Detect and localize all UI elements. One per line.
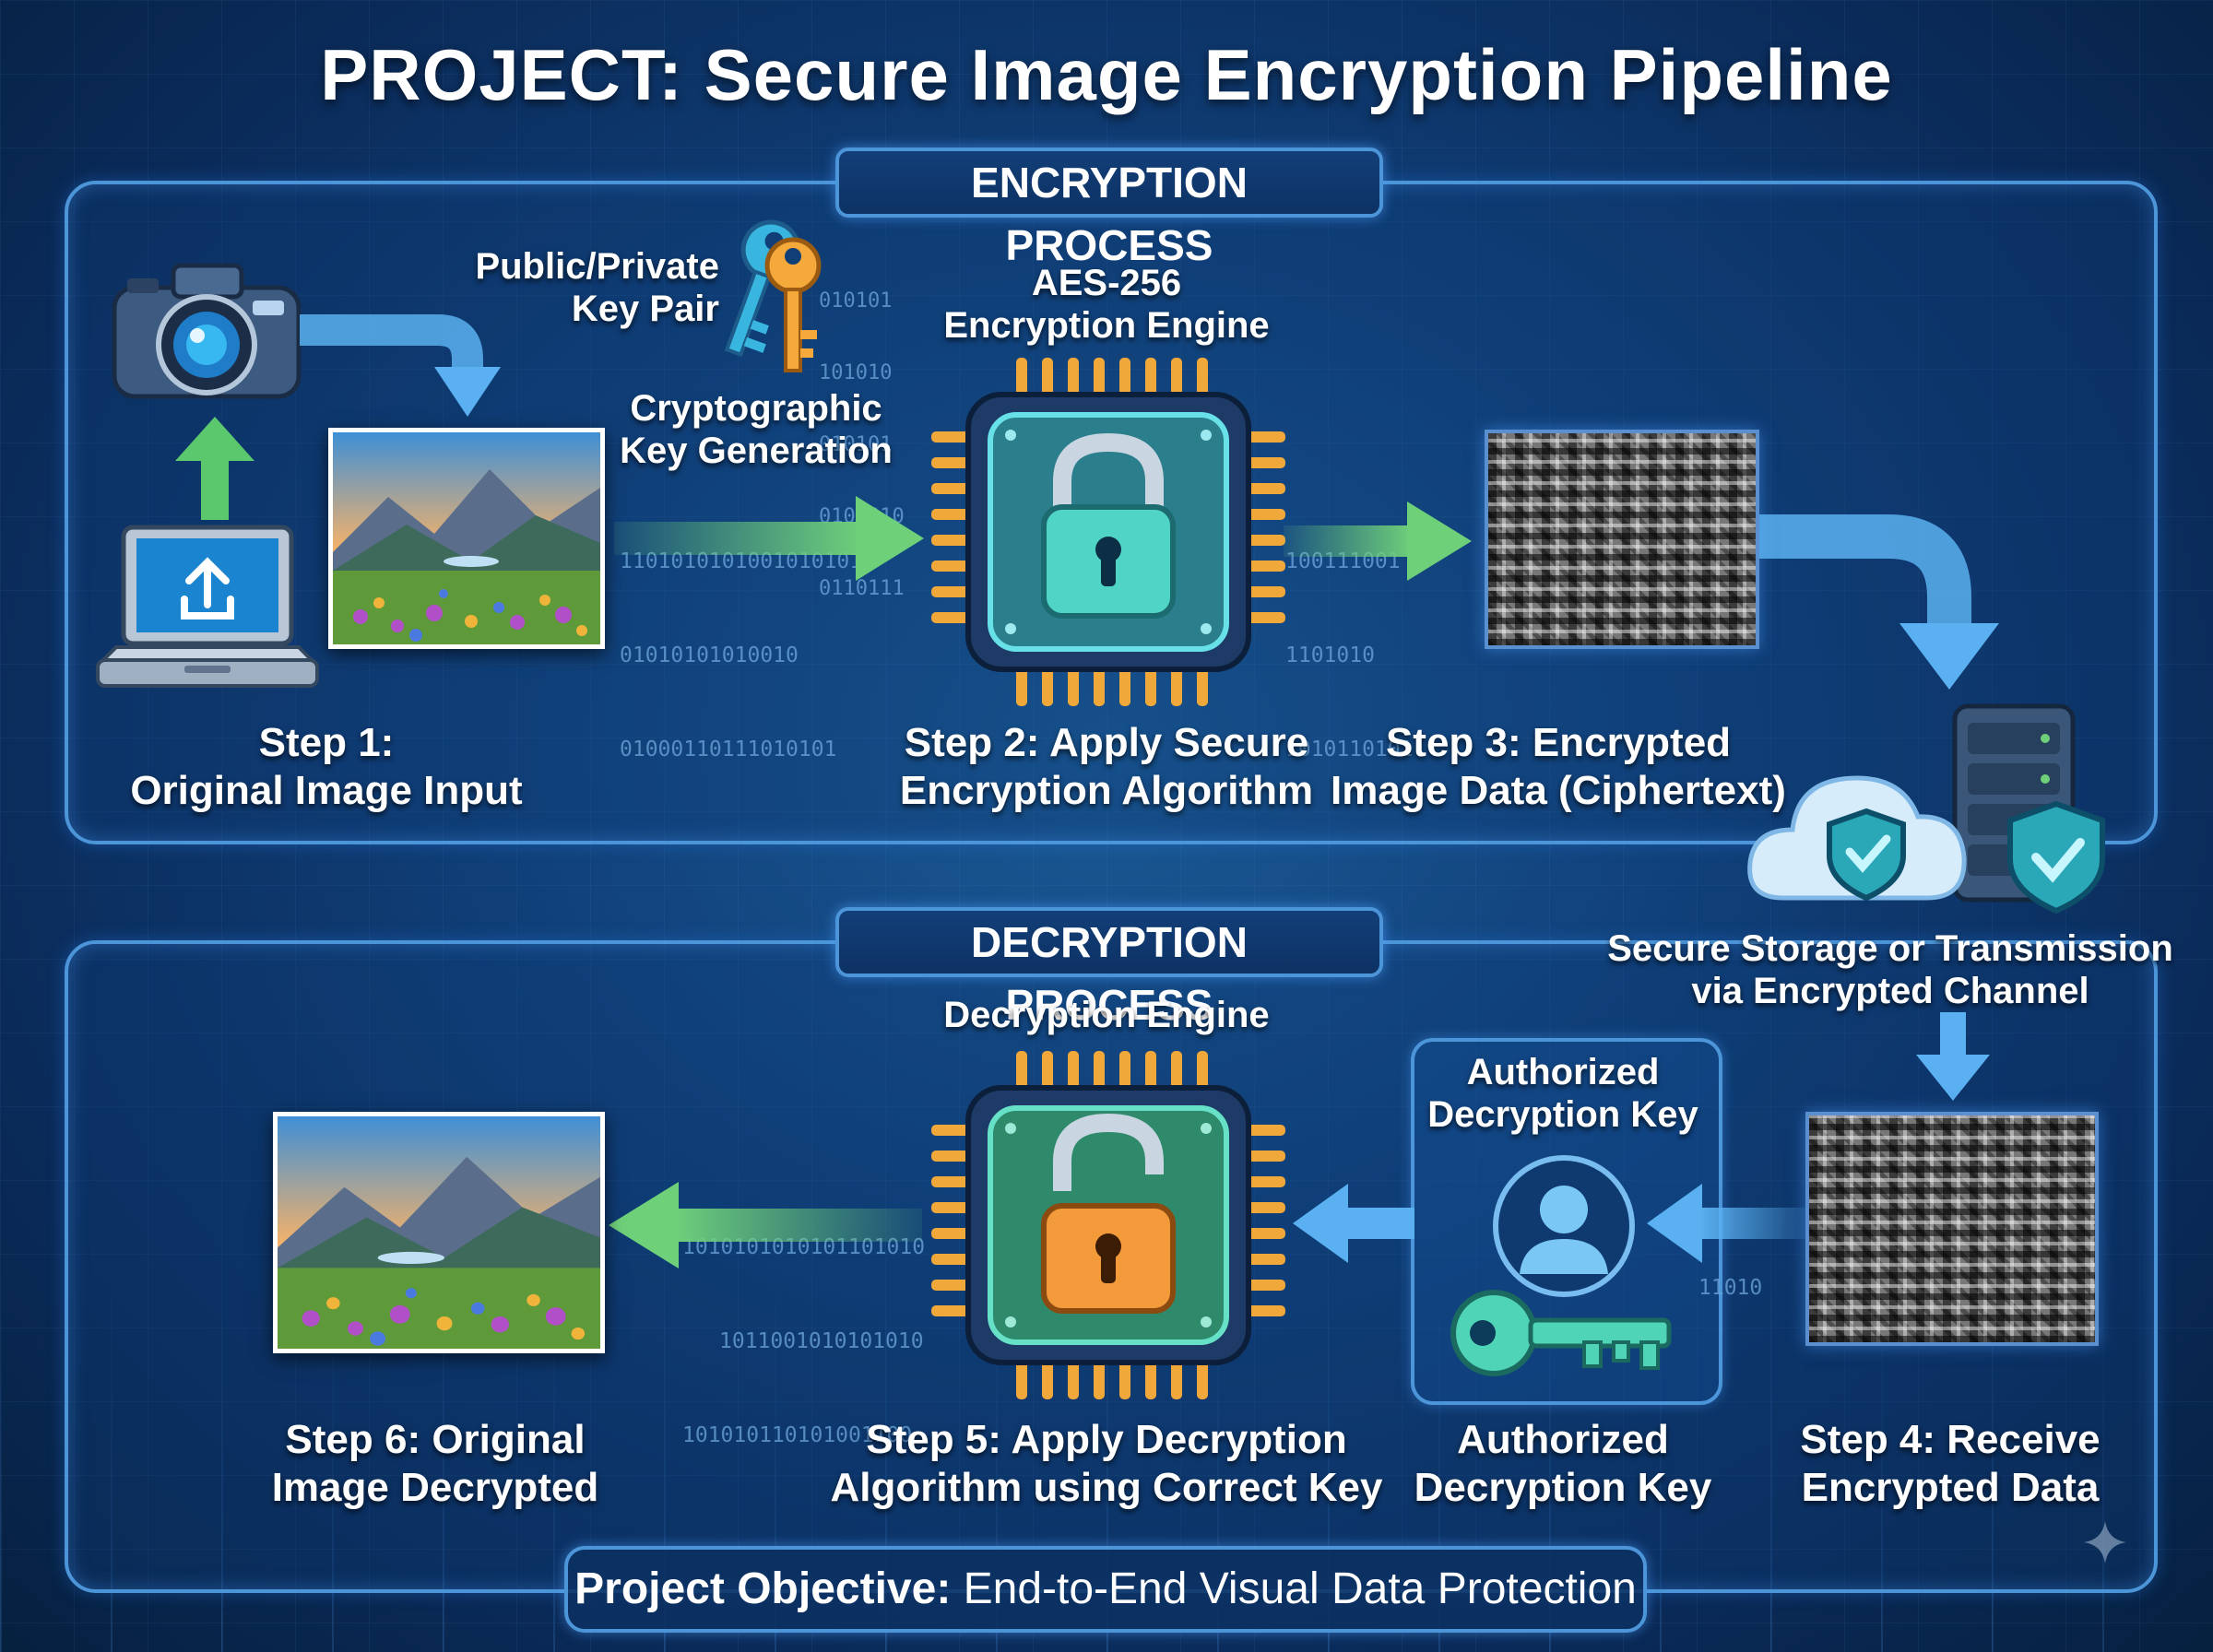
sparkle-icon [2084, 1521, 2126, 1564]
objective-bold-label: Project Objective: [574, 1564, 952, 1613]
engine-label-line: AES-256 [1031, 263, 1182, 303]
objective-text: End-to-End Visual Data Protection [951, 1564, 1637, 1613]
landscape-image-icon [333, 432, 600, 644]
engine-label-line: Encryption Engine [943, 305, 1270, 346]
step6-label-line: Image Decrypted [271, 1465, 599, 1510]
laptop-upload-icon [96, 525, 319, 688]
step4-label: Step 4: Receive Encrypted Data [1761, 1416, 2139, 1512]
diagram-title: PROJECT: Secure Image Encryption Pipelin… [320, 34, 1893, 115]
input-binary-stream: 1101010101001010101 01010101010010 01000… [620, 483, 862, 828]
storage-label-line: Secure Storage or Transmission [1607, 928, 2173, 969]
step6-label-line: Step 6: Original [285, 1417, 586, 1462]
key-bits-line: 0110111 [819, 577, 905, 600]
received-binary-stream: 11010 [1698, 1210, 1762, 1366]
secure-storage-label: Secure Storage or Transmission via Encry… [1604, 927, 2176, 1012]
ciphertext-image [1485, 430, 1759, 649]
decryption-engine-label: Decryption Engine [943, 995, 1270, 1035]
auth-key-label-line: Authorized [1457, 1417, 1669, 1462]
encrypt-output-arrow [1284, 502, 1472, 581]
ciphertext-to-storage-arrow [1759, 514, 1999, 690]
user-avatar-icon [1493, 1155, 1635, 1297]
camera-to-photo-arrow [300, 314, 501, 417]
authorized-key-label: Authorized Decryption Key [1374, 1416, 1752, 1512]
step3-label-line: Step 3: Encrypted [1385, 720, 1732, 765]
step2-label-line: Encryption Algorithm [899, 768, 1314, 813]
auth-key-label-line: Decryption Key [1414, 1465, 1712, 1510]
key-generation-label-line: Key Generation [620, 431, 893, 471]
decrypt-output-arrow [609, 1182, 922, 1268]
key-to-chip-arrow [1293, 1184, 1414, 1263]
binary-line: 01010101010010 [620, 643, 799, 667]
landscape-image-icon [278, 1116, 600, 1349]
received-ciphertext-image [1805, 1112, 2099, 1346]
key-pair-label: Public/Private Key Pair [461, 245, 719, 330]
key-generation-label-line: Cryptographic [630, 388, 882, 429]
key-pair-label-line: Public/Private [475, 246, 719, 287]
decrypted-binary-stream: 1010101010101101010 1011001010101010 101… [682, 1169, 925, 1514]
decryption-chip-unlocked-icon [931, 1051, 1285, 1399]
original-image-thumbnail [328, 428, 605, 649]
encrypt-input-arrow [614, 496, 924, 581]
binary-line: 101010110101001100 [682, 1423, 913, 1447]
camera-icon [112, 263, 302, 399]
key-bits-line: 010101 [819, 289, 893, 313]
step2-label: Step 2: Apply Secure Encryption Algorith… [867, 719, 1346, 815]
key-bits-line: 010101 [819, 433, 893, 456]
auth-box-label-line: Decryption Key [1427, 1094, 1698, 1135]
step3-label-line: Image Data (Ciphertext) [1331, 768, 1786, 813]
step6-label: Step 6: Original Image Decrypted [205, 1416, 666, 1512]
key-bits-line: 101010 [819, 361, 893, 384]
laptop-up-arrow [175, 417, 254, 520]
encryption-chip-locked-icon [931, 358, 1285, 706]
binary-line: 1010110101 [1285, 738, 1414, 761]
encryption-engine-label: AES-256 Encryption Engine [922, 262, 1291, 347]
project-objective-banner: Project Objective: End-to-End Visual Dat… [564, 1546, 1647, 1633]
binary-line: 1101010 [1285, 643, 1375, 667]
binary-line: 01000110111010101 [620, 738, 837, 761]
cipher-to-key-arrow [1647, 1184, 1809, 1263]
step4-label-line: Step 4: Receive [1800, 1417, 2101, 1462]
decryption-key-icon [1450, 1290, 1672, 1376]
binary-line: 11010 [1698, 1276, 1763, 1300]
decrypted-image-thumbnail [273, 1112, 605, 1353]
step1-label-line: Step 1: [258, 720, 395, 765]
key-pair-label-line: Key Pair [571, 289, 719, 329]
step5-label-line: Step 5: Apply Decryption [866, 1417, 1347, 1462]
binary-line: 1011001010101010 [719, 1329, 924, 1353]
step5-label-line: Algorithm using Correct Key [830, 1465, 1383, 1510]
step4-label-line: Encrypted Data [1801, 1465, 2100, 1510]
decryption-header: DECRYPTION PROCESS [835, 907, 1383, 1029]
step1-label-line: Original Image Input [130, 768, 523, 813]
key-generation-label: Cryptographic Key Generation [609, 387, 904, 472]
storage-down-arrow [1916, 1012, 1990, 1101]
encryption-header: ENCRYPTION PROCESS [835, 148, 1383, 269]
step1-label: Step 1: Original Image Input [96, 719, 557, 815]
secure-storage-cloud-server-icon [1747, 703, 2105, 914]
auth-box-label-line: Authorized [1466, 1052, 1660, 1092]
step3-label: Step 3: Encrypted Image Data (Ciphertext… [1328, 719, 1789, 815]
keys-icon [724, 219, 822, 372]
step5-label: Step 5: Apply Decryption Algorithm using… [811, 1416, 1402, 1512]
storage-label-line: via Encrypted Channel [1691, 971, 2089, 1011]
step2-label-line: Step 2: Apply Secure [904, 720, 1309, 765]
authorized-key-box-label: Authorized Decryption Key [1411, 1051, 1715, 1136]
